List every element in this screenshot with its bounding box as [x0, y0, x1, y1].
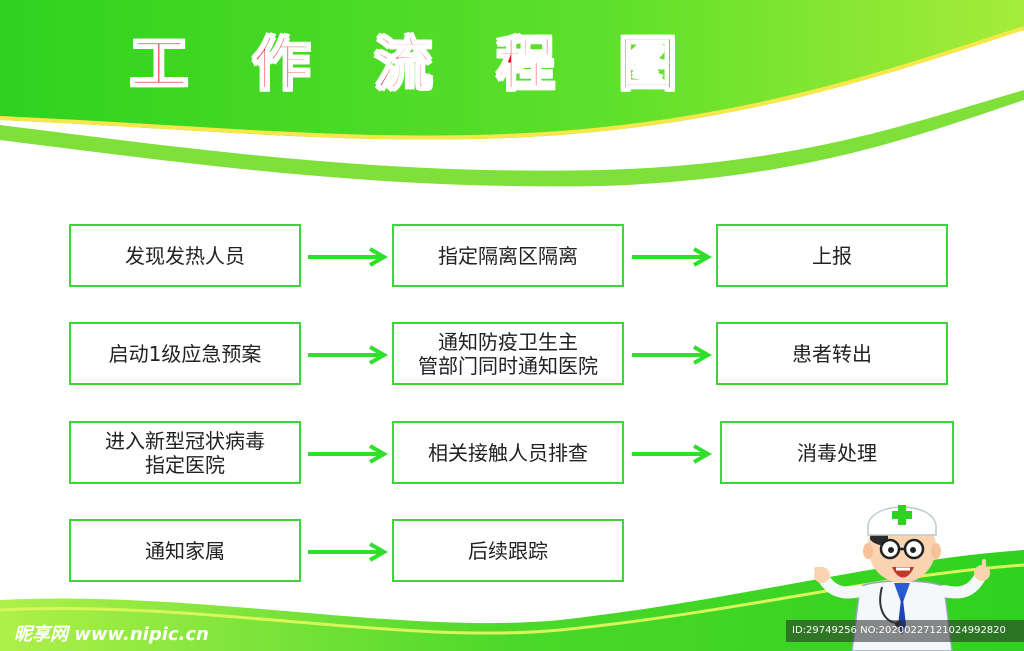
step-2-3: 患者转出: [716, 322, 948, 385]
arrow-right-icon: [308, 542, 388, 562]
watermark-id: ID:29749256 NO:20200227121024992820: [786, 620, 1024, 642]
step-1-1: 发现发热人员: [69, 224, 301, 287]
step-3-1: 进入新型冠状病毒 指定医院: [69, 421, 301, 484]
step-4-1: 通知家属: [69, 519, 301, 582]
arrow-right-icon: [632, 444, 712, 464]
step-2-1: 启动1级应急预案: [69, 322, 301, 385]
arrow-right-icon: [632, 345, 712, 365]
step-3-3: 消毒处理: [720, 421, 954, 484]
page-title: 工 作 流 程 图: [129, 29, 699, 99]
step-2-2: 通知防疫卫生主 管部门同时通知医院: [392, 322, 624, 385]
arrow-right-icon: [632, 247, 712, 267]
arrow-right-icon: [308, 345, 388, 365]
step-3-2: 相关接触人员排查: [392, 421, 624, 484]
step-1-2: 指定隔离区隔离: [392, 224, 624, 287]
step-1-3: 上报: [716, 224, 948, 287]
arrow-right-icon: [308, 247, 388, 267]
step-4-2: 后续跟踪: [392, 519, 624, 582]
watermark-logo: 昵享网 www.nipic.cn: [14, 624, 209, 645]
arrow-right-icon: [308, 444, 388, 464]
